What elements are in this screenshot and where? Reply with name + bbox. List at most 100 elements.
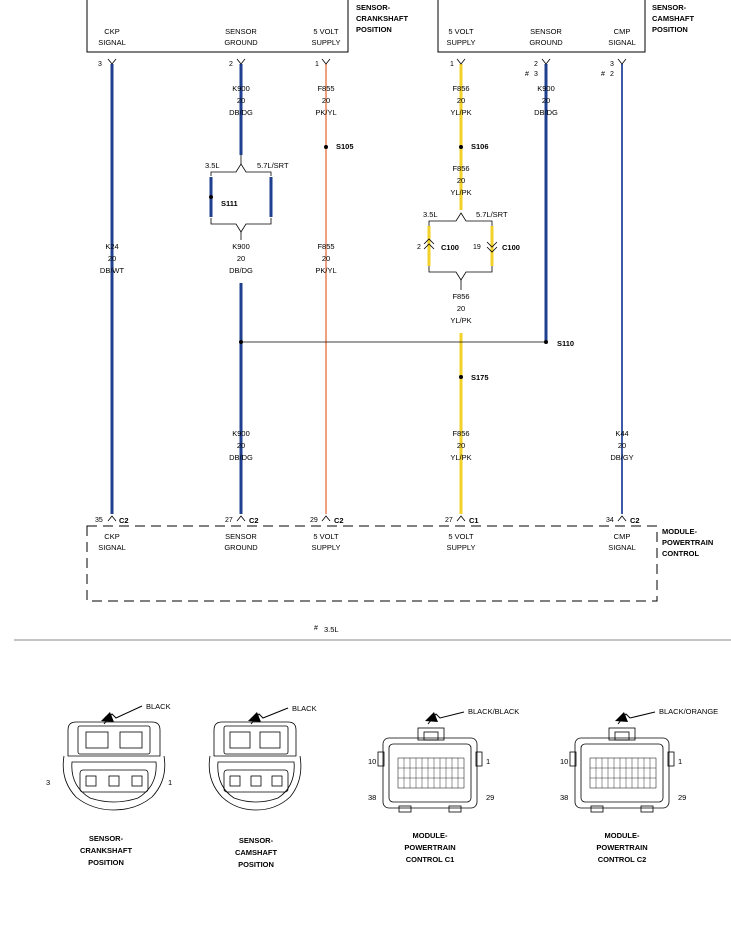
k900c-gauge: 20 <box>237 254 245 263</box>
c2-pin-grid <box>589 757 657 789</box>
cmp-sensor-box: SENSOR- CAMSHAFT POSITION 5 VOLT SUPPLY … <box>437 0 694 53</box>
pcm-f856-name: 5 VOLT <box>448 532 474 541</box>
f856c-circuit: F856 <box>452 292 469 301</box>
c100-left-label: C100 <box>441 243 459 252</box>
ckp-conn-label-1: SENSOR- <box>89 834 124 843</box>
pcm-cmp-pin: 34 <box>606 517 614 524</box>
c2-pin-br: 29 <box>678 793 686 802</box>
ckp-sensor-title-1: SENSOR- <box>356 3 391 12</box>
c100-right-pin: 19 <box>473 244 481 251</box>
cmp-sig-pin-num-alt: 2 <box>610 71 614 78</box>
pcm-cmp-name: CMP <box>614 532 631 541</box>
k24-circuit: K24 <box>105 242 118 251</box>
c2-conn-label-3: CONTROL C2 <box>598 855 647 864</box>
pcm-cmp-conn: C2 <box>630 516 640 525</box>
cmp-gnd-name2: GROUND <box>529 38 563 47</box>
pcm-gnd-name: SENSOR <box>225 532 257 541</box>
cmp-gnd-pin-footnote-mark: # <box>525 71 529 78</box>
k900b-circuit: K900 <box>537 84 555 93</box>
cmp-conn-label-2: CAMSHAFT <box>235 848 277 857</box>
k900a-circuit: K900 <box>232 84 250 93</box>
splice-s105-label: S105 <box>336 142 354 151</box>
connector-view-ckp: BLACK 3 1 SENSOR- CRANKSHAFT POSITION <box>46 702 172 867</box>
c100-left-connector: 2 C100 <box>417 238 459 252</box>
cmp-5v-name: 5 VOLT <box>448 27 474 36</box>
f856a-circuit: F856 <box>452 84 469 93</box>
f856b-gauge: 20 <box>457 176 465 185</box>
pcm-f855-conn: C2 <box>334 516 344 525</box>
f856c-color: YL/PK <box>450 316 471 325</box>
c1-pin-br: 29 <box>486 793 494 802</box>
f856c-gauge: 20 <box>457 304 465 313</box>
c2-pin-tr: 1 <box>678 757 682 766</box>
ckp-pin-name: CKP <box>104 27 119 36</box>
k900d-color: DB/DG <box>229 453 253 462</box>
ckp-pin-num: 3 <box>98 61 102 68</box>
ckp-gnd-name2: GROUND <box>224 38 258 47</box>
ckp-pin-name2: SIGNAL <box>98 38 126 47</box>
splice-s110-dot-left <box>239 340 243 344</box>
pcm-gnd-name2: GROUND <box>224 543 258 552</box>
pcm-ckp-name: CKP <box>104 532 119 541</box>
ckp-conn-pin-right: 1 <box>168 778 172 787</box>
ckp-gnd-name: SENSOR <box>225 27 257 36</box>
cmp-sensor-title-3: POSITION <box>652 25 688 34</box>
k900d-gauge: 20 <box>237 441 245 450</box>
k900c-color: DB/DG <box>229 266 253 275</box>
pcm-gnd-conn: C2 <box>249 516 259 525</box>
c1-conn-color: BLACK/BLACK <box>468 707 519 716</box>
pcm-title-1: MODULE- <box>662 527 697 536</box>
pcm-title-2: POWERTRAIN <box>662 538 713 547</box>
footnote-symbol: # <box>314 625 318 632</box>
k900a-gauge: 20 <box>237 96 245 105</box>
f855b-color: PK/YL <box>315 266 336 275</box>
ckp-conn-color: BLACK <box>146 702 171 711</box>
k44-gauge: 20 <box>618 441 626 450</box>
c100-right-label: C100 <box>502 243 520 252</box>
splice-s175-dot <box>459 375 463 379</box>
ckp-conn-label-3: POSITION <box>88 858 124 867</box>
connector-view-pcm-c2: BLACK/ORANGE 10 1 38 29 MODULE- POWERTRA… <box>560 707 718 864</box>
pcm-box: MODULE- POWERTRAIN CONTROL 35 C2 CKP SIG… <box>86 515 713 602</box>
f856a-color: YL/PK <box>450 108 471 117</box>
s111-option-bracket: 3.5L 5.7L/SRT <box>205 155 289 240</box>
cmp-sig-pin-footnote-mark: # <box>601 71 605 78</box>
cmp-gnd-pin-num-alt: 3 <box>534 71 538 78</box>
c1-pin-bl: 38 <box>368 793 376 802</box>
splice-s110-dot-right <box>544 340 548 344</box>
k24-gauge: 20 <box>108 254 116 263</box>
cmp-gnd-name: SENSOR <box>530 27 562 36</box>
k900b-gauge: 20 <box>542 96 550 105</box>
cmp-5v-name2: SUPPLY <box>446 38 475 47</box>
k900d-circuit: K900 <box>232 429 250 438</box>
c100-right-connector: 19 C100 <box>473 241 520 253</box>
k44-color: DB/GY <box>610 453 633 462</box>
cmp-sig-pin-num: 3 <box>610 61 614 68</box>
pcm-f855-name2: SUPPLY <box>311 543 340 552</box>
splice-s106-label: S106 <box>471 142 489 151</box>
ckp-5v-name2: SUPPLY <box>311 38 340 47</box>
pcm-f856-conn: C1 <box>469 516 479 525</box>
pcm-f855-pin: 29 <box>310 517 318 524</box>
ckp-sensor-box: SENSOR- CRANKSHAFT POSITION CKP SIGNAL S… <box>86 0 408 53</box>
ckp-5v-name: 5 VOLT <box>313 27 339 36</box>
wire-labels: K900 20 DB/DG F855 20 PK/YL F856 20 YL/P… <box>100 84 634 462</box>
k24-color: DB/WT <box>100 266 125 275</box>
s111-option-left: 3.5L <box>205 161 220 170</box>
pcm-cmp-name2: SIGNAL <box>608 543 636 552</box>
splice-s106-dot <box>459 145 463 149</box>
ckp-sensor-title-3: POSITION <box>356 25 392 34</box>
ckp-5v-pin-num: 1 <box>315 61 319 68</box>
f856b-color: YL/PK <box>450 188 471 197</box>
c1-conn-label-2: POWERTRAIN <box>404 843 455 852</box>
splice-s175-label: S175 <box>471 373 489 382</box>
k900a-color: DB/DG <box>229 108 253 117</box>
f856d-gauge: 20 <box>457 441 465 450</box>
f856a-gauge: 20 <box>457 96 465 105</box>
ckp-conn-label-2: CRANKSHAFT <box>80 846 132 855</box>
c100-option-left: 3.5L <box>423 210 438 219</box>
c2-conn-label-2: POWERTRAIN <box>596 843 647 852</box>
pcm-gnd-pin: 27 <box>225 517 233 524</box>
pcm-ckp-conn: C2 <box>119 516 129 525</box>
